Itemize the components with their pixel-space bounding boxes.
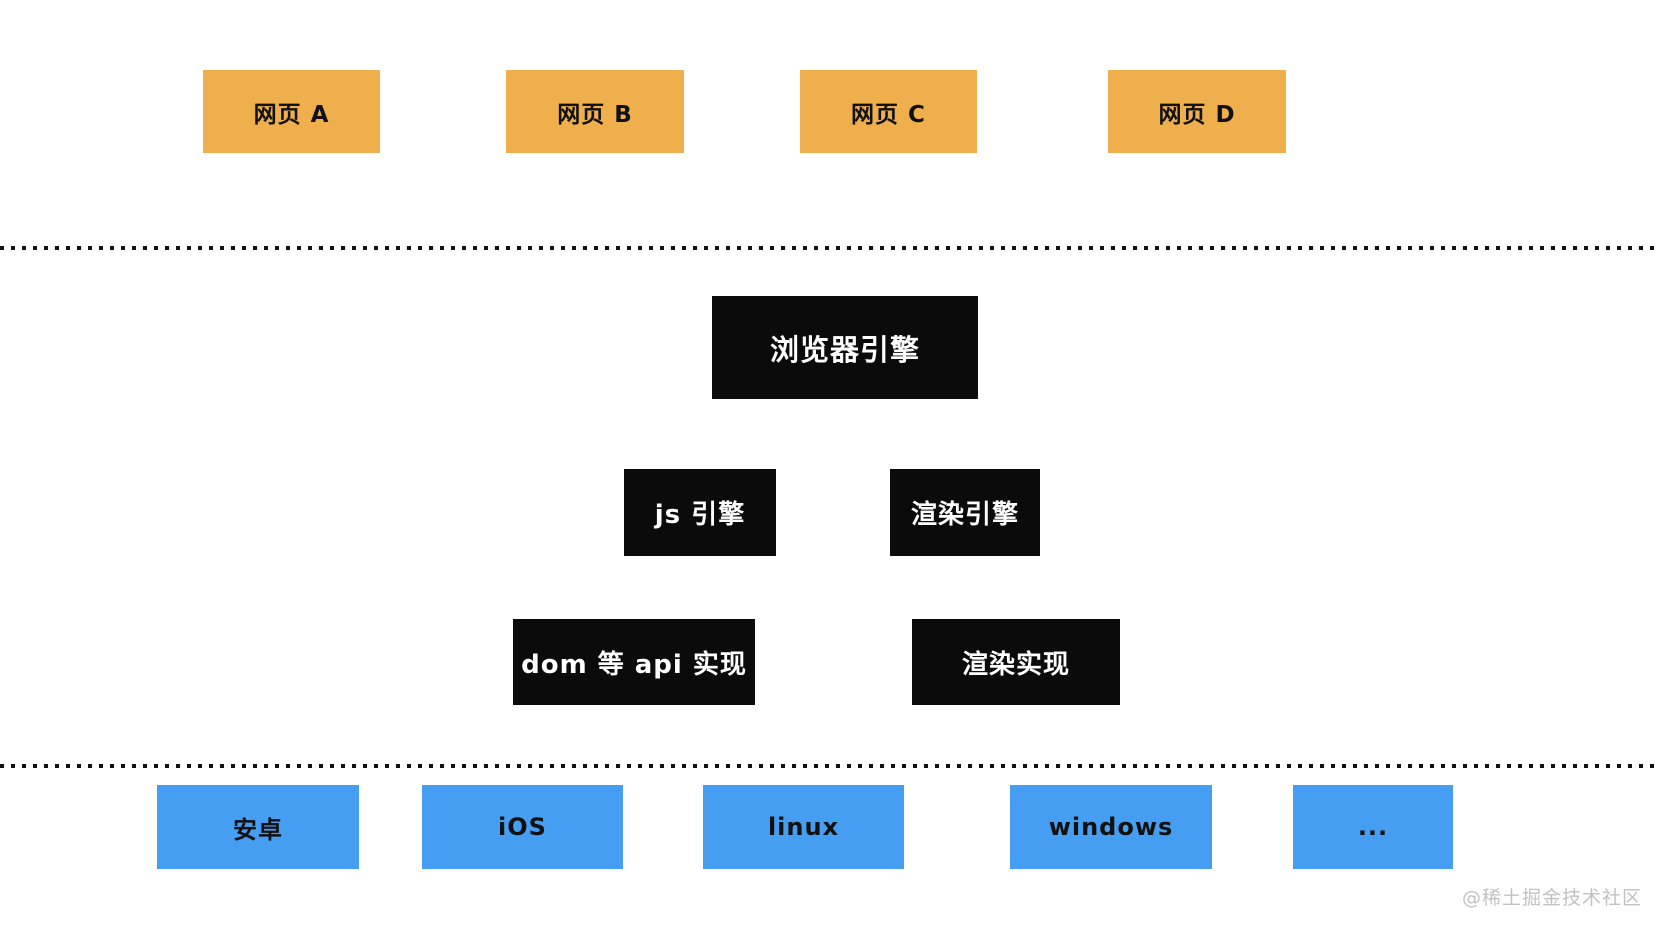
- node-render-engine: 渲染引擎: [890, 469, 1040, 556]
- node-platform-android: 安卓: [157, 785, 359, 869]
- node-webpage-c: 网页 C: [800, 70, 977, 153]
- node-js-engine: js 引擎: [624, 469, 776, 556]
- node-platform-ios: iOS: [422, 785, 623, 869]
- node-platform-windows: windows: [1010, 785, 1212, 869]
- node-render-implementation: 渲染实现: [912, 619, 1120, 705]
- node-platform-linux: linux: [703, 785, 904, 869]
- separator-bottom-dotted-line: [0, 764, 1656, 768]
- node-webpage-a: 网页 A: [203, 70, 380, 153]
- node-dom-api-implementation: dom 等 api 实现: [513, 619, 755, 705]
- separator-top-dotted-line: [0, 246, 1656, 250]
- node-webpage-d: 网页 D: [1108, 70, 1286, 153]
- node-webpage-b: 网页 B: [506, 70, 684, 153]
- node-platform-ellipsis: ...: [1293, 785, 1453, 869]
- watermark: @稀土掘金技术社区: [1461, 887, 1642, 909]
- node-browser-engine: 浏览器引擎: [712, 296, 978, 399]
